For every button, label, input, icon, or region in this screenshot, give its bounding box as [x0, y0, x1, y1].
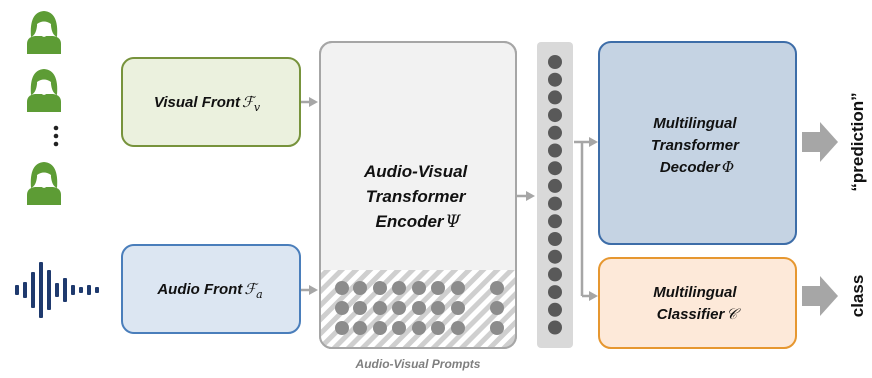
token-sequence-dots	[548, 55, 562, 335]
encoder-border	[319, 41, 517, 349]
prompts-label: Audio-Visual Prompts	[355, 357, 481, 371]
token-dot	[548, 55, 562, 69]
prompt-dot	[431, 321, 445, 335]
token-dot	[548, 302, 562, 317]
prompt-dot	[353, 301, 367, 315]
face-icon	[27, 162, 61, 205]
token-dot	[548, 178, 562, 193]
prompt-dots	[335, 281, 504, 335]
arrow-audio-to-encoder	[301, 285, 318, 295]
prompt-dot	[451, 321, 465, 335]
face-icon	[27, 11, 61, 54]
prompt-dot	[490, 321, 504, 335]
token-sequence-bar	[537, 42, 573, 348]
prompt-dot	[392, 301, 406, 315]
prompt-dot	[373, 281, 387, 295]
token-dot	[548, 161, 562, 176]
prompt-dot	[335, 321, 349, 335]
decoder-box	[598, 41, 797, 245]
token-dot	[548, 90, 562, 105]
token-dot	[548, 267, 562, 282]
arrow-visual-to-encoder	[301, 97, 318, 107]
prompt-dot	[490, 281, 504, 295]
class-output-label: class	[848, 275, 867, 318]
prompt-dot	[412, 281, 426, 295]
face-icon	[27, 69, 61, 112]
visual-front-box	[121, 57, 301, 147]
prompt-dot	[451, 301, 465, 315]
token-dot	[548, 232, 562, 246]
token-dot	[548, 125, 562, 140]
prompt-dot	[490, 301, 504, 315]
token-dot	[548, 143, 562, 158]
vertical-ellipsis-icon	[53, 125, 59, 147]
arrow-to-class	[802, 276, 838, 316]
arrowhead-to-decoder	[589, 137, 598, 147]
arrow-encoder-to-sequence	[517, 191, 535, 201]
prompt-dot	[412, 321, 426, 335]
token-dot	[548, 214, 562, 229]
prompt-dot	[335, 281, 349, 295]
prompt-dot	[392, 281, 406, 295]
token-dot	[548, 320, 562, 335]
prompt-dot	[431, 301, 445, 315]
classifier-box	[598, 257, 797, 349]
prompt-dot	[353, 321, 367, 335]
arrow-to-prediction	[802, 122, 838, 162]
prediction-output-label: “prediction”	[848, 92, 867, 191]
prompt-dot	[353, 281, 367, 295]
token-dot	[548, 72, 562, 87]
prompt-dot	[335, 301, 349, 315]
prompt-dot	[451, 281, 465, 295]
prompt-dot	[373, 301, 387, 315]
audio-front-box	[121, 244, 301, 334]
arrowhead-to-classifier	[589, 291, 598, 301]
arrow-sequence-to-heads	[574, 140, 590, 298]
token-dot	[548, 285, 562, 300]
audio-waveform-icon	[15, 262, 99, 318]
prompt-dot	[392, 321, 406, 335]
prompt-dot	[431, 281, 445, 295]
token-dot	[548, 249, 562, 264]
prompt-dot	[373, 321, 387, 335]
prompt-dot	[412, 301, 426, 315]
token-dot	[548, 196, 562, 211]
token-dot	[548, 108, 562, 123]
